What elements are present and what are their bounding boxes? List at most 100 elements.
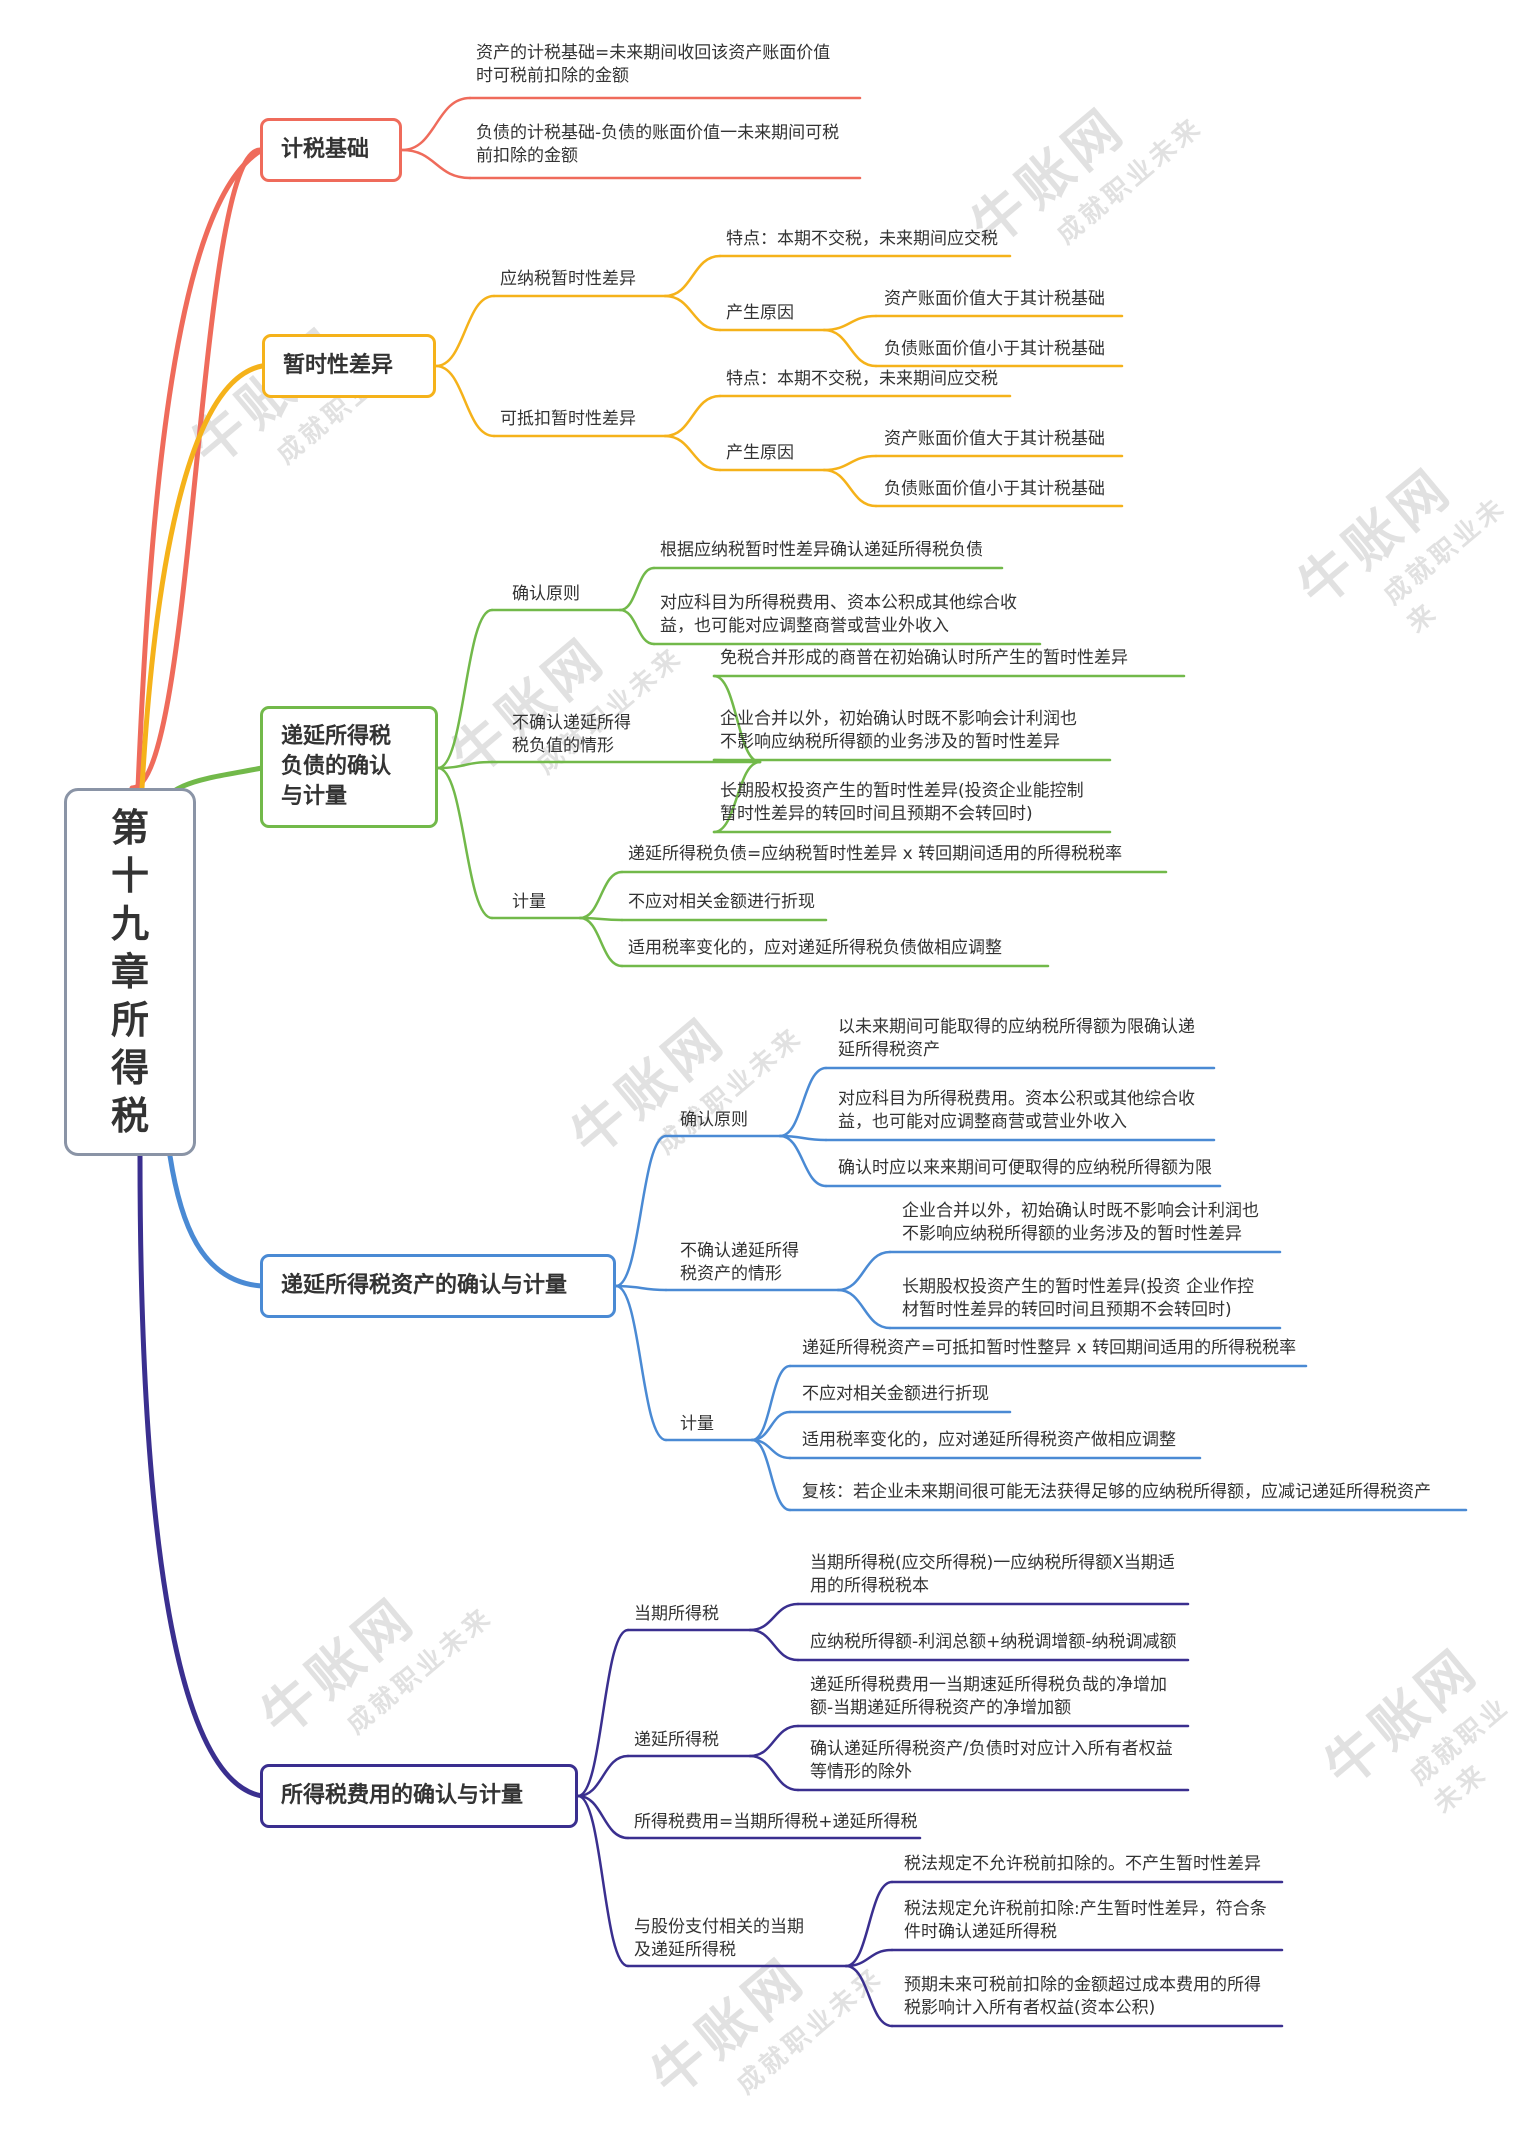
link-feiyong-0-1 <box>748 1628 800 1662</box>
link-jishui-0 <box>400 96 472 152</box>
link-feiyong-group-0 <box>576 1628 630 1798</box>
branch-zanshi-chayi[interactable]: 暂时性差异 <box>262 334 436 398</box>
leaf-fuzhai-1-0[interactable]: 免税合并形成的商普在初始确认时所产生的暂时性差异 <box>720 648 1128 668</box>
link-fuzhai-group-2 <box>436 766 494 920</box>
group-zichan-1[interactable]: 不确认递延所得 税资产的情形 <box>680 1241 799 1284</box>
leaf-jishui-1[interactable]: 负债的计税基础-负债的账面价值一未来期间可税 前扣除的金额 <box>476 123 840 166</box>
leaf-feiyong-1-1[interactable]: 确认递延所得税资产/负债时对应计入所有者权益 等情形的除外 <box>810 1739 1173 1782</box>
group-feiyong-1[interactable]: 递延所得税 <box>634 1730 719 1750</box>
leaf-zichan-2-2[interactable]: 适用税率变化的，应对递延所得税资产做相应调整 <box>802 1430 1176 1450</box>
link-feiyong-1-1 <box>748 1754 800 1792</box>
branch-diyan-zichan-label: 递延所得税资产的确认与计量 <box>281 1273 568 1298</box>
leaf-fuzhai-2-1[interactable]: 不应对相关金额进行折现 <box>628 892 815 912</box>
branch-1-stem <box>139 363 265 791</box>
leaf-feiyong-1-0[interactable]: 递延所得税费用一当期速延所得税负哉的净增加 额-当期递延所得税资产的净增加额 <box>810 1675 1167 1718</box>
link-zanshi-group-0 <box>434 294 496 368</box>
link-zanshi-group-1 <box>434 364 496 438</box>
link-zichan-1-1 <box>836 1288 892 1330</box>
group-zichan-2[interactable]: 计量 <box>680 1414 714 1434</box>
leaf-zichan-0-0[interactable]: 以未来期间可能取得的应纳税所得额为限确认递 延所得税资产 <box>838 1017 1195 1060</box>
link-feiyong-3-1 <box>844 1948 894 1968</box>
leaf-feiyong-3-2[interactable]: 预期未来可税前扣除的金额超过成本费用的所得 税影响计入所有者权益(资本公积) <box>904 1975 1261 2018</box>
link-zanshi-feature-1 <box>663 394 722 438</box>
branch-diyan-zichan[interactable]: 递延所得税资产的确认与计量 <box>260 1254 616 1318</box>
leaf-fuzhai-1-1[interactable]: 企业合并以外，初始确认时既不影响会计利润也 不影响应纳税所得额的业务涉及的暂时性… <box>720 709 1077 752</box>
link-zichan-0-2 <box>778 1134 828 1188</box>
group-feiyong-0[interactable]: 当期所得税 <box>634 1604 719 1624</box>
link-fuzhai-2-2 <box>578 916 624 968</box>
leaf-zichan-1-1[interactable]: 长期股权投资产生的暂时性差异(投资 企业作控 材暂时性差异的转回时间且预期不会转… <box>902 1277 1255 1320</box>
link-fuzhai-2-0 <box>578 870 624 920</box>
leaf-fuzhai-2-2[interactable]: 适用税率变化的，应对递延所得税负债做相应调整 <box>628 938 1002 958</box>
branch-suodeshui-feiyong[interactable]: 所得税费用的确认与计量 <box>260 1764 578 1828</box>
link-zanshi-cause-0-0 <box>822 314 878 332</box>
link-zichan-group-1 <box>614 1284 668 1292</box>
root-node[interactable]: 第十九章所得税 <box>64 788 196 1156</box>
group-feiyong-2[interactable]: 所得税费用=当期所得税+递延所得税 <box>634 1812 918 1832</box>
group-zanshi-1[interactable]: 可抵扣暂时性差异 <box>500 409 636 429</box>
link-feiyong-group-3 <box>576 1794 630 1968</box>
link-zanshi-cause-0 <box>663 294 722 332</box>
root-title: 第十九章所得税 <box>110 806 149 1138</box>
cause-zanshi-0-1[interactable]: 负债账面价值小于其计税基础 <box>884 339 1105 359</box>
link-fuzhai-0-0 <box>618 566 656 612</box>
link-zanshi-cause-1-1 <box>822 468 878 508</box>
group-fuzhai-0[interactable]: 确认原则 <box>512 584 580 604</box>
link-zichan-1-0 <box>836 1250 892 1292</box>
link-feiyong-3-0 <box>844 1880 894 1968</box>
link-zanshi-feature-0 <box>663 254 722 298</box>
branch-0-stem <box>135 147 265 791</box>
leaf-fuzhai-2-0[interactable]: 递延所得税负债=应纳税暂时性差异 x 转回期间适用的所得税税率 <box>628 844 1123 864</box>
leaf-fuzhai-0-0[interactable]: 根据应纳税暂时性差异确认递延所得税负债 <box>660 540 983 560</box>
leaf-zichan-0-2[interactable]: 确认时应以来来期间可便取得的应纳税所得额为限 <box>838 1158 1212 1178</box>
link-zichan-group-2 <box>614 1284 668 1442</box>
leaf-feiyong-3-0[interactable]: 税法规定不允许税前扣除的。不产生暂时性差异 <box>904 1854 1261 1874</box>
link-zichan-0-0 <box>778 1066 828 1138</box>
cause-zanshi-0-0[interactable]: 资产账面价值大于其计税基础 <box>884 289 1105 309</box>
cause-label-zanshi-1[interactable]: 产生原因 <box>726 443 794 463</box>
leaf-feiyong-0-0[interactable]: 当期所得税(应交所得税)一应纳税所得额X当期适 用的所得税税本 <box>810 1553 1175 1596</box>
leaf-fuzhai-1-2[interactable]: 长期股权投资产生的暂时性差异(投资企业能控制 暂时性差异的转回时间且预期不会转回… <box>720 781 1084 824</box>
link-fuzhai-0-1 <box>618 608 656 646</box>
group-zanshi-0[interactable]: 应纳税暂时性差异 <box>500 269 636 289</box>
cause-zanshi-1-1[interactable]: 负债账面价值小于其计税基础 <box>884 479 1105 499</box>
link-feiyong-3-2 <box>844 1964 894 2028</box>
leaf-fuzhai-0-1[interactable]: 对应科目为所得税费用、资本公积成其他综合收 益，也可能对应调整商誉或营业外收入 <box>660 593 1017 636</box>
group-feiyong-3[interactable]: 与股份支付相关的当期 及递延所得税 <box>634 1917 804 1960</box>
branch-3-stem <box>167 1153 265 1289</box>
feature-zanshi-0[interactable]: 特点：本期不交税，未来期间应交税 <box>726 229 998 249</box>
link-jishui-1 <box>400 148 472 180</box>
group-zichan-0[interactable]: 确认原则 <box>680 1110 748 1130</box>
branch-suodeshui-feiyong-label: 所得税费用的确认与计量 <box>281 1783 524 1808</box>
group-fuzhai-2[interactable]: 计量 <box>512 892 546 912</box>
cause-label-zanshi-0[interactable]: 产生原因 <box>726 303 794 323</box>
branch-4-stem <box>137 1153 265 1799</box>
link-zichan-group-0 <box>614 1134 668 1288</box>
link-zichan-2-3 <box>750 1438 792 1512</box>
leaf-zichan-2-1[interactable]: 不应对相关金额进行折现 <box>802 1384 989 1404</box>
branch-diyan-fuzhai[interactable]: 递延所得税 负债的确认 与计量 <box>260 706 438 828</box>
leaf-zichan-0-1[interactable]: 对应科目为所得税费用。资本公积或其他综合收 益，也可能对应调整商营或营业外收入 <box>838 1089 1195 1132</box>
cause-zanshi-1-0[interactable]: 资产账面价值大于其计税基础 <box>884 429 1105 449</box>
link-feiyong-group-1 <box>576 1754 630 1798</box>
link-zanshi-cause-1-0 <box>822 454 878 472</box>
mindmap-canvas <box>129 96 1468 2028</box>
branch-diyan-fuzhai-label: 递延所得税 负债的确认 与计量 <box>281 724 392 809</box>
link-zanshi-cause-0-1 <box>822 328 878 368</box>
link-feiyong-1-0 <box>748 1724 800 1758</box>
link-feiyong-group-2 <box>576 1794 630 1840</box>
branch-zanshi-chayi-label: 暂时性差异 <box>283 353 394 378</box>
branch-jishui-jichu[interactable]: 计税基础 <box>260 118 402 182</box>
leaf-zichan-2-0[interactable]: 递延所得税资产=可抵扣暂时性整异 x 转回期间适用的所得税税率 <box>802 1338 1297 1358</box>
link-zichan-2-0 <box>750 1364 792 1442</box>
leaf-feiyong-3-1[interactable]: 税法规定允许税前扣除:产生暂时性差异，符合条 件时确认递延所得税 <box>904 1899 1267 1942</box>
link-feiyong-0-0 <box>748 1602 800 1632</box>
feature-zanshi-1[interactable]: 特点：本期不交税，未来期间应交税 <box>726 369 998 389</box>
leaf-jishui-0[interactable]: 资产的计税基础=未来期间收回该资产账面价值 时可税前扣除的金额 <box>476 43 831 86</box>
leaf-feiyong-0-1[interactable]: 应纳税所得额-利润总额+纳税调增额-纳税调减额 <box>810 1632 1177 1652</box>
leaf-zichan-1-0[interactable]: 企业合并以外，初始确认时既不影响会计利润也 不影响应纳税所得额的业务涉及的暂时性… <box>902 1201 1259 1244</box>
link-fuzhai-group-1 <box>436 760 494 770</box>
leaf-zichan-2-3[interactable]: 复核：若企业未来期间很可能无法获得足够的应纳税所得额，应减记递延所得税资产 <box>802 1482 1431 1502</box>
link-fuzhai-1-2 <box>712 760 762 834</box>
group-fuzhai-1[interactable]: 不确认递延所得 税负值的情形 <box>512 713 631 756</box>
